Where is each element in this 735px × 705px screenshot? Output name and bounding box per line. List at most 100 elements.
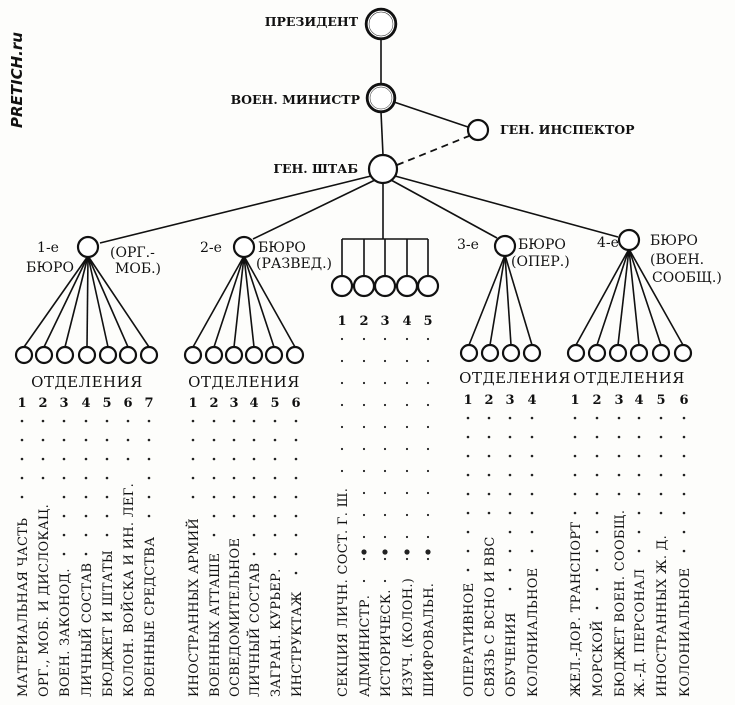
sections-dot-leader <box>383 447 387 451</box>
node-b1-dept-4 <box>77 345 97 365</box>
sections-dot-leader <box>383 513 387 517</box>
b4-dot-leader <box>682 435 686 439</box>
b3-dept-number: 3 <box>505 393 514 408</box>
b1-dot-leader <box>126 438 130 442</box>
b2-dot-leader <box>252 514 256 518</box>
sections-bullet <box>404 549 410 555</box>
b2-dot-leader <box>252 476 256 480</box>
b3-dot-leader <box>466 454 470 458</box>
edge-b1-dept-6 <box>87 255 129 348</box>
b4-dot-leader <box>637 454 641 458</box>
node-b4-dept-2 <box>587 343 607 363</box>
b4-dot-leader <box>659 416 663 420</box>
b2-dept-number: 1 <box>188 396 197 411</box>
node-b1-dept-2 <box>34 345 54 365</box>
b1-dept-name: ВОЕННЫЕ СРЕДСТВА <box>143 537 158 697</box>
b4-dot-leader <box>682 416 686 420</box>
sections-dept-number: 5 <box>423 314 432 329</box>
node-b3-dept-3 <box>501 343 521 363</box>
b3-dot-leader <box>466 511 470 515</box>
b1-dept-name: ВОЕН. ЗАКОНОД. <box>58 568 73 697</box>
b2-dot-leader <box>212 533 216 537</box>
edge-b1-dept-1 <box>23 255 89 348</box>
b1-dot-leader <box>62 438 66 442</box>
b4-dot-leader <box>659 511 663 515</box>
sections-dot-leader <box>383 491 387 495</box>
b2-dept-number: 4 <box>249 396 258 411</box>
b1-dot-leader <box>147 457 151 461</box>
b3-section-title: ОТДЕЛЕНИЯ <box>459 369 571 387</box>
node-b1-dept-5 <box>98 345 118 365</box>
sections-dot-leader <box>362 469 366 473</box>
sections-dot-leader <box>405 513 409 517</box>
b4-dot-leader <box>659 454 663 458</box>
b1-dot-leader <box>20 457 24 461</box>
b3-dot-leader <box>508 549 512 553</box>
sections-dot-leader <box>426 557 430 561</box>
b3-dot-leader <box>466 473 470 477</box>
b1-dot-leader <box>147 419 151 423</box>
b2-dot-leader <box>294 476 298 480</box>
b3-dept-name: СВЯЗЬ С ВСНО И ВВС <box>483 536 498 697</box>
b3-dot-leader <box>466 416 470 420</box>
b2-label-left-1: 2-е <box>200 240 222 256</box>
b3-label-right-2: (ОПЕР.) <box>511 254 570 270</box>
edges <box>23 38 684 348</box>
b4-dot-leader <box>595 606 599 610</box>
sections-dot-leader <box>426 469 430 473</box>
b1-dot-leader <box>62 495 66 499</box>
b3-dept-number: 1 <box>463 393 472 408</box>
node-b2-dept-3 <box>224 345 244 365</box>
b3-dept-number: 2 <box>484 393 493 408</box>
node-b1-dept-6 <box>118 345 138 365</box>
edge-b2-dept-4 <box>243 255 255 348</box>
b1-dot-leader <box>126 419 130 423</box>
b4-dept-name: КОЛОНИАЛЬНОЕ <box>678 568 693 697</box>
sections-dot-leader <box>383 469 387 473</box>
b4-dot-leader <box>637 549 641 553</box>
edge-b1-dept-2 <box>43 255 89 348</box>
sections-dot-leader <box>340 359 344 363</box>
label-president: ПРЕЗИДЕНТ <box>265 14 359 29</box>
node-b3-dept-1 <box>459 343 479 363</box>
sections-dot-leader <box>340 469 344 473</box>
sections-dot-leader <box>383 381 387 385</box>
sections-dot-leader <box>340 447 344 451</box>
b1-dot-leader <box>20 438 24 442</box>
b4-dept-name: Ж.-Д. ПЕРСОНАЛ <box>633 569 648 697</box>
sections-dot-leader <box>383 359 387 363</box>
sections-dot-leader <box>340 381 344 385</box>
b3-dot-leader <box>466 530 470 534</box>
b1-dot-leader <box>147 495 151 499</box>
b4-dot-leader <box>637 435 641 439</box>
b2-dot-leader <box>294 571 298 575</box>
edge-b3-dept-2 <box>489 254 506 346</box>
node-b4-dept-3 <box>608 343 628 363</box>
b1-section-title: ОТДЕЛЕНИЯ <box>31 373 143 391</box>
sections-dept-number: 3 <box>380 314 389 329</box>
sections-bullet <box>382 549 388 555</box>
b1-dot-leader <box>84 533 88 537</box>
b1-dept-number: 7 <box>144 396 153 411</box>
sections-dot-leader <box>362 513 366 517</box>
b1-dot-leader <box>84 419 88 423</box>
b1-dot-leader <box>20 419 24 423</box>
b4-dot-leader <box>682 549 686 553</box>
b2-dept-name: ЗАГРАН. КУРЬЕР. <box>269 568 284 697</box>
b1-dot-leader <box>105 476 109 480</box>
b1-dot-leader <box>62 457 66 461</box>
sections-dot-leader <box>340 337 344 341</box>
b4-dot-leader <box>573 454 577 458</box>
b2-dept-number: 3 <box>229 396 238 411</box>
b2-dept-name: ИНОСТРАННЫХ АРМИЙ <box>185 518 202 697</box>
b2-dot-leader <box>252 495 256 499</box>
node-b1-dept-1 <box>14 345 34 365</box>
b2-dot-leader <box>294 514 298 518</box>
sections-dot-leader <box>362 425 366 429</box>
node-president <box>364 7 398 41</box>
edge-b2-dept-6 <box>243 255 296 348</box>
b1-dot-leader <box>147 438 151 442</box>
b3-dot-leader <box>530 549 534 553</box>
b1-dot-leader <box>62 476 66 480</box>
